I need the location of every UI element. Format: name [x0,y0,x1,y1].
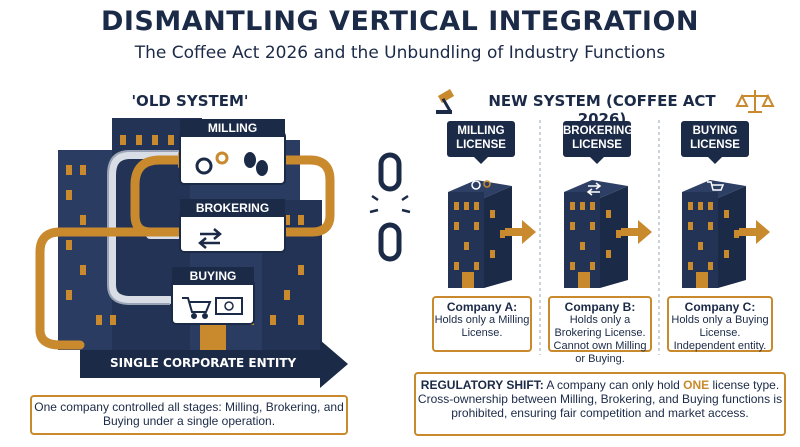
company-c-card: Company C: Holds only a Buying License. … [667,296,773,352]
old-system-caption: One company controlled all stages: Milli… [30,395,348,435]
page-title: DISMANTLING VERTICAL INTEGRATION [100,6,700,37]
company-b-desc: Holds only a Brokering License. Cannot o… [553,314,647,365]
regulatory-shift-post: license type. Cross-ownership between Mi… [417,378,783,420]
corporate-entity-arrow [80,340,348,388]
broken-chain-icon [369,152,411,262]
shopping-cart-icon [182,297,212,319]
regulatory-shift-keyword: ONE [683,378,710,392]
regulatory-shift-pre: A company can only hold [546,378,684,392]
regulatory-shift-box: REGULATORY SHIFT: A company can only hol… [414,372,786,436]
brokering-card [179,211,286,253]
building-b [564,180,652,288]
milling-card [179,131,286,185]
old-system-heading: 'OLD SYSTEM' [131,92,249,110]
gavel-icon [436,89,455,114]
scales-icon [735,90,775,113]
flow-arrows [35,155,335,350]
gears-icon [195,151,229,175]
page-subtitle: The Coffee Act 2026 and the Unbundling o… [134,43,666,63]
coffee-beans-icon [244,152,268,176]
single-corporate-entity-label: SINGLE CORPORATE ENTITY [110,356,297,370]
brokering-label: BROKERING [180,199,285,217]
company-c-name: Company C: [684,300,756,314]
company-a-desc: Holds only a Milling License. [434,314,530,339]
company-b-name: Company B: [564,300,636,314]
building-c [682,180,770,288]
company-c-desc: Holds only a Buying License. Independent… [671,314,769,352]
money-icon [215,297,243,315]
milling-label: MILLING [180,119,285,137]
company-b-card: Company B: Holds only a Brokering Licens… [548,296,652,365]
regulatory-shift-lead: REGULATORY SHIFT: [420,378,544,392]
buying-label: BUYING [172,267,254,285]
milling-license-label: MILLING LICENSE [447,121,515,157]
exchange-arrows-icon [198,228,222,249]
brokering-license-label: BROKERING LICENSE [563,121,633,157]
company-a-name: Company A: [446,300,518,314]
company-a-card: Company A: Holds only a Milling License. [432,296,532,352]
buying-license-label: BUYING LICENSE [681,121,749,157]
building-a [448,180,536,288]
